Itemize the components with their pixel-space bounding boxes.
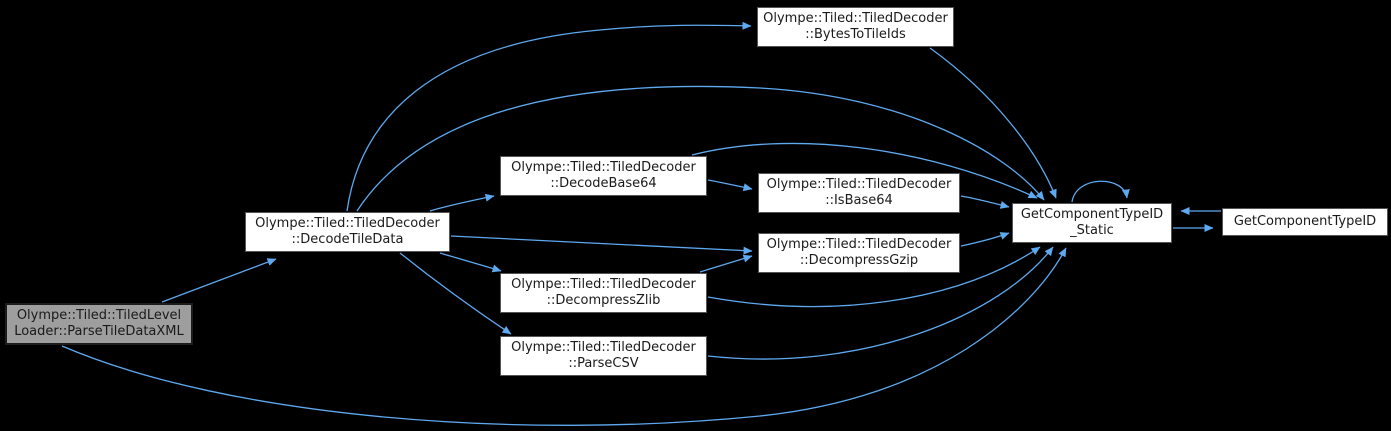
edge-decompressgzip-to-getcomponenttypeid-static	[960, 232, 1010, 247]
edge-parsecsv-to-getcomponenttypeid-static	[707, 246, 1054, 360]
edge-decodetiledata-to-getcomponenttypeid-static	[356, 85, 1045, 212]
edge-bytestotileids-to-getcomponenttypeid-static	[929, 47, 1057, 199]
node-is-base64[interactable]: Olympe::Tiled::TiledDecoder ::IsBase64	[758, 173, 960, 213]
edge-getcomponenttypeid-static-self-loop	[1071, 180, 1130, 203]
edge-parsetiledataxml-to-decodetiledata	[161, 258, 277, 303]
edge-decompresszlib-to-decompressgzip	[699, 254, 753, 273]
edge-decodetiledata-to-decompresszlib	[439, 252, 502, 273]
node-parse-csv[interactable]: Olympe::Tiled::TiledDecoder ::ParseCSV	[500, 336, 707, 376]
edge-isbase64-to-getcomponenttypeid-static	[960, 195, 1010, 209]
node-decode-tile-data[interactable]: Olympe::Tiled::TiledDecoder ::DecodeTile…	[245, 212, 450, 252]
node-get-component-type-id-static[interactable]: GetComponentTypeID _Static	[1012, 203, 1172, 243]
edge-decodetiledata-to-parsecsv	[399, 252, 512, 335]
edge-decodebase64-to-isbase64	[707, 179, 753, 192]
node-bytes-to-tile-ids[interactable]: Olympe::Tiled::TiledDecoder ::BytesToTil…	[757, 7, 954, 47]
edge-decodetiledata-to-bytestotileids	[346, 21, 752, 212]
node-decompress-gzip[interactable]: Olympe::Tiled::TiledDecoder ::Decompress…	[758, 233, 960, 273]
node-decompress-zlib[interactable]: Olympe::Tiled::TiledDecoder ::Decompress…	[500, 273, 707, 313]
edge-parsetiledataxml-to-getcomponenttypeid-static	[61, 247, 1067, 426]
edge-decodetiledata-to-decompressgzip	[450, 235, 753, 255]
node-get-component-type-id[interactable]: GetComponentTypeID	[1222, 208, 1388, 236]
node-decode-base64[interactable]: Olympe::Tiled::TiledDecoder ::DecodeBase…	[500, 156, 707, 196]
node-parse-tile-data-xml[interactable]: Olympe::Tiled::TiledLevel Loader::ParseT…	[5, 303, 193, 345]
edge-decodebase64-to-getcomponenttypeid-static	[691, 142, 1038, 199]
edge-decompresszlib-to-getcomponenttypeid-static	[707, 246, 1041, 308]
edge-decodetiledata-to-decodebase64	[429, 193, 495, 212]
